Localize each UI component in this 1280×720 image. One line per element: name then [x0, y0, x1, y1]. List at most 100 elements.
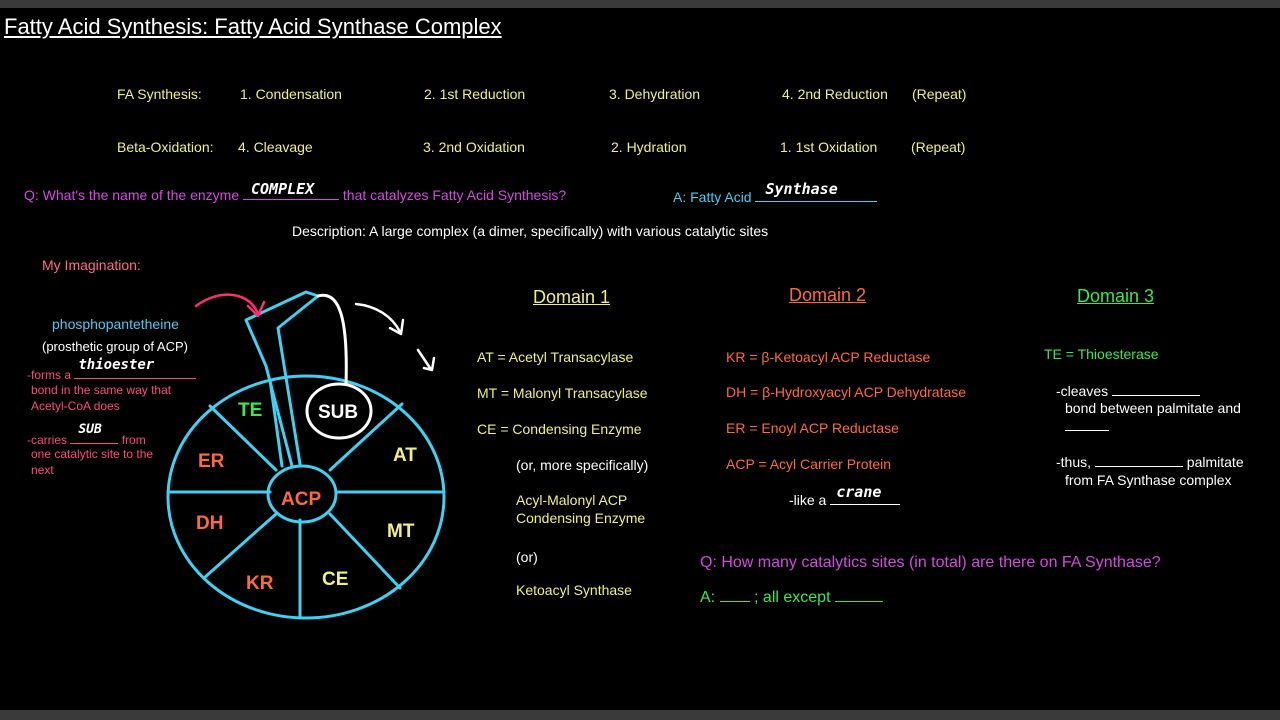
pink-arrow — [194, 293, 260, 316]
beta-step-2: 2. Hydration — [611, 139, 687, 155]
domain-1-item-mt: MT = Malonyl Transacylase — [477, 385, 648, 401]
domain-1-item-condensing: Condensing Enzyme — [516, 510, 646, 526]
sub-label: SUB — [318, 402, 358, 423]
domain-3-heading: Domain 3 — [1077, 286, 1155, 306]
phosphopantetheine-arm — [244, 290, 320, 468]
answer-2-blank-2 — [834, 587, 883, 602]
answer-2-blank-1 — [719, 587, 750, 602]
answer-1-prefix: A: Fatty Acid — [673, 189, 752, 205]
answer-1-blank: Synthase — [755, 181, 878, 202]
domain-2-item-kr: KR = β-Ketoacyl ACP Reductase — [726, 349, 931, 365]
beta-repeat: (Repeat) — [911, 139, 966, 155]
segment-kr: KR — [246, 573, 274, 594]
beta-step-3: 3. 2nd Oxidation — [423, 139, 525, 155]
domain-3-cleaves-note: -cleaves — [1056, 383, 1201, 400]
carries-note-blank: SUB — [70, 423, 119, 444]
answer-2-middle: ; all except — [754, 589, 831, 606]
domain-2-item-dh: DH = β-Hydroxyacyl ACP Dehydratase — [726, 384, 967, 400]
fa-step-4: 4. 2nd Reduction — [782, 86, 888, 102]
prosthetic-group-label: (prosthetic group of ACP) — [42, 339, 188, 354]
spoke-upper-left — [208, 404, 278, 472]
sub-circle — [305, 382, 373, 440]
question-2: Q: How many catalytics sites (in total) … — [700, 554, 1161, 571]
forms-note: -forms a thioester — [27, 358, 197, 382]
white-arrowhead-1 — [388, 318, 405, 336]
acp-center-label: ACP — [281, 489, 321, 510]
domain-1-item-ketoacyl: Ketoacyl Synthase — [516, 582, 632, 598]
fa-step-2: 2. 1st Reduction — [424, 86, 526, 102]
segment-mt: MT — [387, 521, 415, 542]
beta-step-4: 4. Cleavage — [238, 139, 313, 155]
domain-3-thus-suffix: palmitate — [1186, 454, 1244, 470]
answer-2-prefix: A: — [700, 589, 716, 606]
domain-3-cleaves-prefix: -cleaves — [1056, 383, 1109, 399]
question-1-suffix: that catalyzes Fatty Acid Synthesis? — [342, 187, 567, 203]
domain-3-cleaves-line-3 — [1065, 418, 1109, 435]
fa-synthesis-label: FA Synthesis: — [117, 86, 202, 102]
question-1-prefix: Q: What's the name of the enzyme — [24, 187, 240, 203]
question-1-blank: COMPLEX — [243, 181, 339, 200]
domain-2-like-prefix: -like a — [789, 492, 827, 508]
my-imagination-label: My Imagination: — [42, 257, 141, 273]
forms-note-line-3: Acetyl-CoA does — [31, 399, 120, 413]
beta-oxidation-label: Beta-Oxidation: — [117, 139, 214, 155]
wheel-rim — [166, 374, 446, 620]
bottom-bar — [0, 710, 1280, 720]
spoke-upper-right — [328, 402, 404, 472]
domain-2-item-acp: ACP = Acyl Carrier Protein — [726, 456, 892, 472]
fa-step-3: 3. Dehydration — [609, 86, 701, 102]
question-1-blank-answer: COMPLEX — [251, 180, 315, 198]
carries-note-prefix: -carries — [27, 433, 68, 447]
beta-step-1: 1. 1st Oxidation — [780, 139, 878, 155]
domain-3-cleaves-blank — [1112, 383, 1201, 396]
segment-dh: DH — [196, 513, 223, 534]
acp-hub — [266, 464, 338, 524]
domain-2-like-note: -like a crane — [789, 484, 901, 509]
domain-1-item-or: (or) — [516, 549, 538, 565]
domain-3-cleaves-blank-2 — [1065, 418, 1109, 431]
segment-at: AT — [393, 445, 417, 466]
answer-1: A: Fatty Acid Synthase — [673, 181, 878, 206]
domain-3-thus-note: -thus, palmitate — [1056, 454, 1244, 471]
domain-3-item-te: TE = Thioesterase — [1044, 346, 1159, 362]
carries-note-blank-answer: SUB — [78, 422, 102, 437]
domain-2-item-er: ER = Enoyl ACP Reductase — [726, 420, 899, 436]
domain-1-item-acyl-malonyl: Acyl-Malonyl ACP — [516, 492, 628, 508]
domain-2-like-blank: crane — [830, 484, 901, 505]
domain-3-thus-blank — [1094, 454, 1183, 467]
domain-1-item-ce: CE = Condensing Enzyme — [477, 421, 642, 437]
sub-bubble — [305, 293, 373, 440]
page-title: Fatty Acid Synthesis: Fatty Acid Synthas… — [4, 14, 502, 39]
segment-ce: CE — [322, 569, 348, 590]
pink-arrowhead — [246, 300, 266, 318]
carries-note-line-3: next — [31, 463, 54, 477]
question-1: Q: What's the name of the enzyme COMPLEX… — [24, 181, 567, 204]
domain-2-like-blank-answer: crane — [836, 483, 882, 501]
wheel-labels: TE AT MT CE KR DH ER ACP SUB — [196, 400, 417, 594]
wheel-outline — [166, 290, 446, 620]
domain-3-thus-prefix: -thus, — [1056, 454, 1092, 470]
spoke-lower-right — [328, 512, 402, 590]
segment-te: TE — [238, 400, 262, 421]
fa-step-1: 1. Condensation — [240, 86, 342, 102]
domain-1-heading: Domain 1 — [533, 287, 611, 307]
domain-2-heading: Domain 2 — [789, 285, 867, 305]
domain-3-thus-line-2: from FA Synthase complex — [1065, 472, 1232, 488]
forms-note-blank: thioester — [74, 358, 197, 379]
fa-repeat: (Repeat) — [912, 86, 967, 102]
forms-note-prefix: -forms a — [27, 368, 72, 382]
spoke-lower-left — [202, 512, 278, 580]
description: Description: A large complex (a dimer, s… — [292, 223, 769, 239]
segment-er: ER — [198, 451, 225, 472]
domain-3-cleaves-line-2: bond between palmitate and — [1065, 400, 1241, 416]
white-arrowhead-2 — [422, 356, 436, 372]
phosphopantetheine-label: phosphopantetheine — [52, 316, 179, 332]
sub-tether — [316, 293, 348, 386]
answer-1-blank-answer: Synthase — [765, 180, 838, 198]
arrows — [194, 293, 436, 372]
forms-note-line-2: bond in the same way that — [31, 383, 172, 397]
white-arrow-1 — [354, 302, 402, 334]
carries-note-suffix: from — [121, 433, 146, 447]
forms-note-blank-answer: thioester — [78, 357, 155, 373]
answer-2: A: ; all except — [700, 587, 883, 607]
